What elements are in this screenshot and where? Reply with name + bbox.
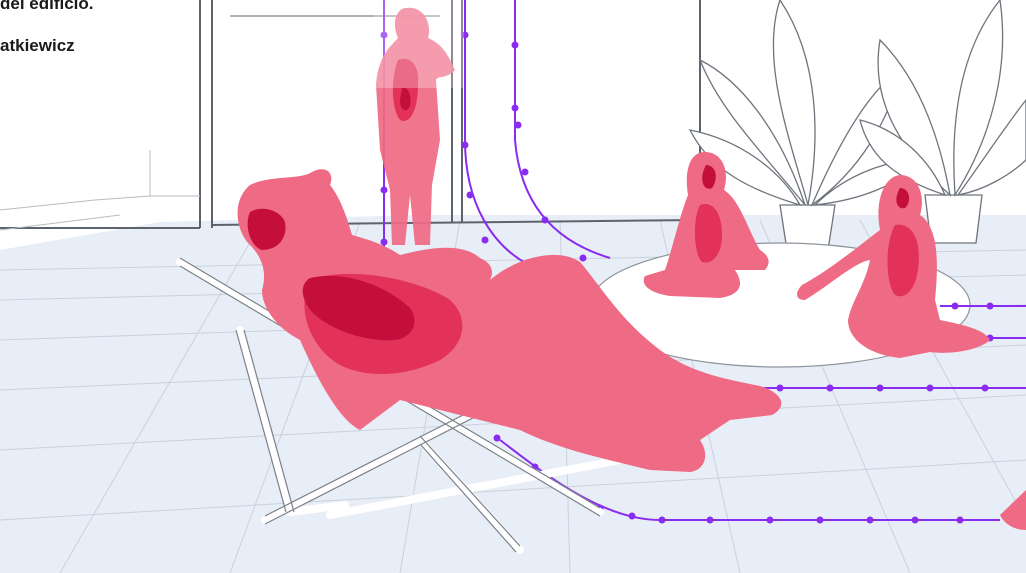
caption-line-1: del edificio.: [0, 0, 94, 14]
caption-line-2: atkiewicz: [0, 36, 75, 56]
window-frames: [0, 0, 700, 228]
steps-outline: [0, 150, 200, 230]
standing-person-heat: [374, 0, 464, 245]
